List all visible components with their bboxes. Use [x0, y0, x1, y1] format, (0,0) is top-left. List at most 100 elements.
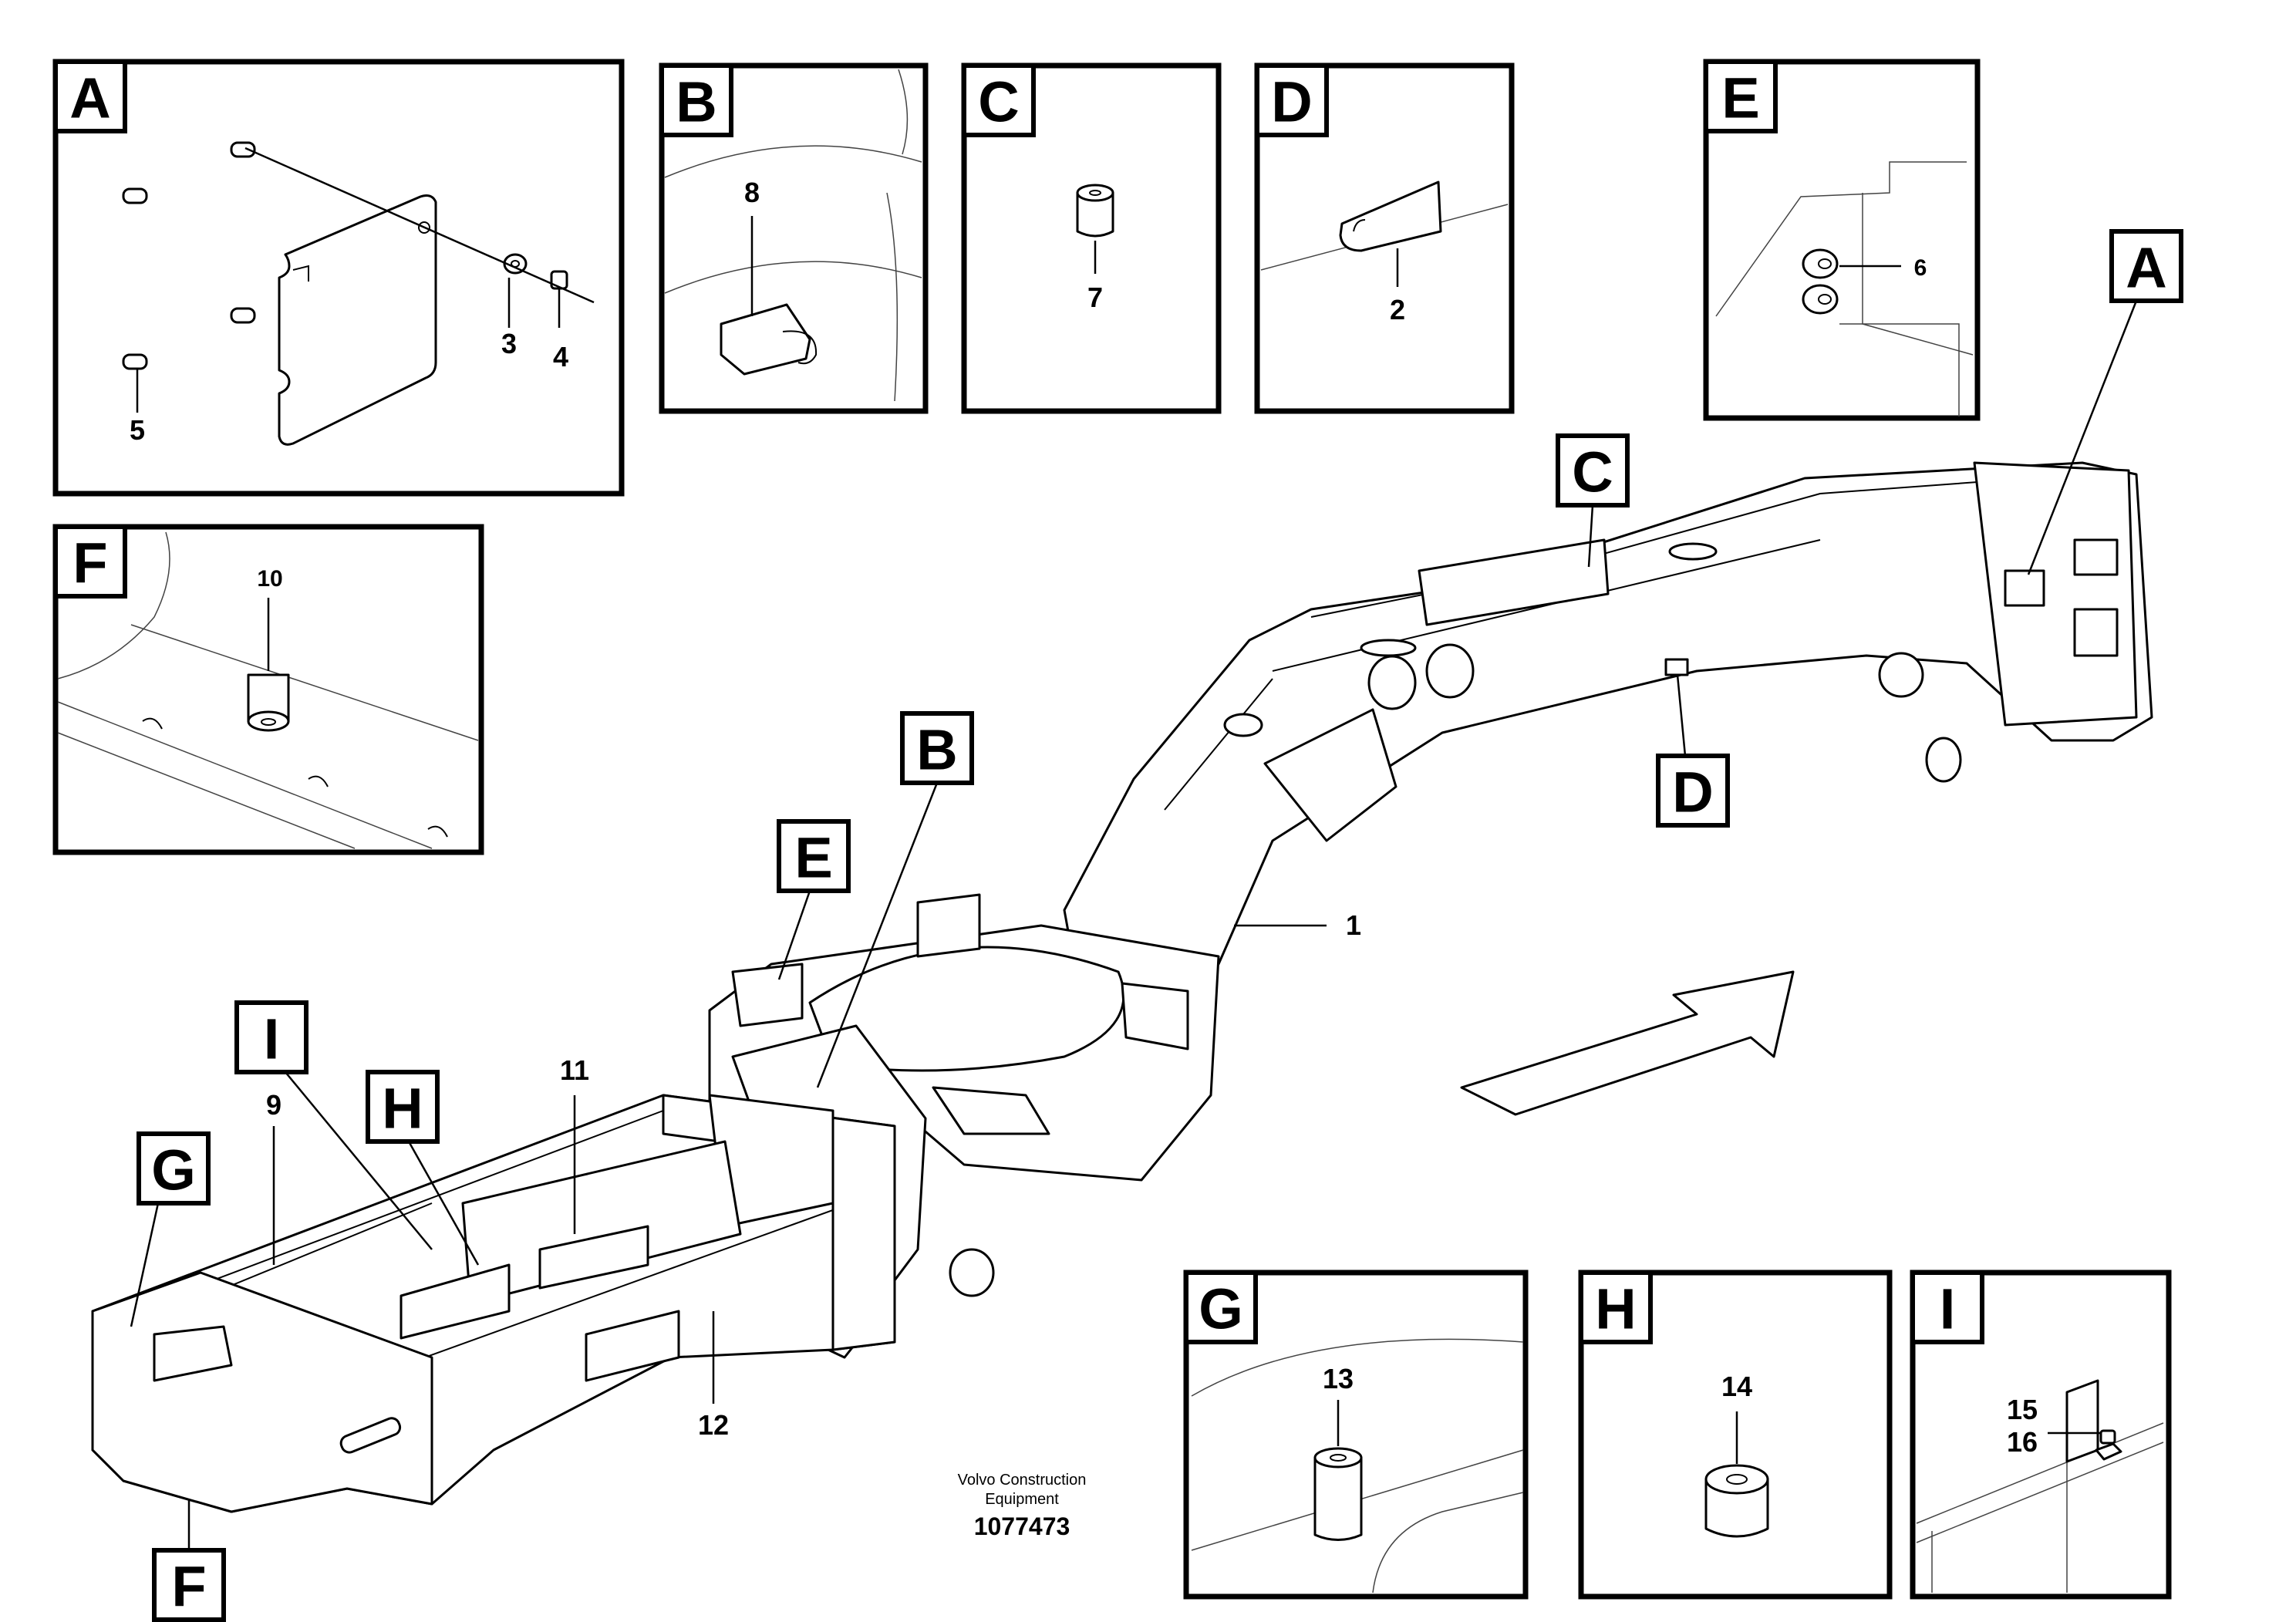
- front-plate: [153, 1325, 233, 1382]
- part-number-9: 9: [266, 1089, 282, 1121]
- direction-arrow: [1460, 970, 1795, 1116]
- clip-i: [2099, 1429, 2116, 1445]
- detail-d-letter: D: [1271, 70, 1312, 134]
- detail-b-letter: B: [676, 70, 716, 134]
- callout-a: A: [2109, 229, 2183, 303]
- yoke-hole: [949, 1248, 995, 1297]
- callout-d-letter: D: [1672, 760, 1713, 824]
- detail-d: 2 D: [1254, 62, 1515, 414]
- battery-box-h: [400, 1263, 511, 1340]
- detail-a-letter: A: [69, 66, 110, 130]
- front-crossmember: [662, 1094, 896, 1351]
- footer-company-line1: Volvo Construction: [958, 1472, 1087, 1489]
- detail-f-letter: F: [72, 531, 107, 595]
- main-frame-assembly: [91, 461, 2153, 1513]
- boom-slot: [1223, 713, 1263, 737]
- mid-crossmember: [461, 1140, 742, 1305]
- yoke-lug-2: [1121, 982, 1189, 1050]
- access-plate: [2073, 538, 2119, 576]
- bracket-i: [2065, 1379, 2099, 1463]
- rear-pivot: [1878, 652, 1924, 698]
- callout-f-letter: F: [171, 1555, 206, 1619]
- spacer-f: [247, 673, 290, 732]
- spacer-pair: [1802, 248, 1839, 315]
- top-slot-2: [1360, 639, 1417, 657]
- yoke-lug-1: [916, 893, 981, 958]
- callout-c-letter: C: [1572, 440, 1613, 504]
- detail-i: 15 16 I: [1910, 1270, 2172, 1600]
- yoke-lug-3: [731, 963, 804, 1027]
- top-plate-c: [1418, 538, 1610, 626]
- detail-c-tag: C: [962, 63, 1036, 137]
- part-number-14: 14: [1721, 1371, 1752, 1402]
- detail-h-tag: H: [1579, 1270, 1653, 1344]
- detail-b: 8 B: [659, 62, 929, 414]
- detail-c-letter: C: [978, 70, 1019, 134]
- detail-d-tag: D: [1255, 63, 1329, 137]
- detail-g: 13 G: [1183, 1270, 1529, 1600]
- part-number-12: 12: [698, 1409, 729, 1441]
- detail-e-tag: E: [1704, 59, 1778, 133]
- detail-a-tag: A: [53, 59, 127, 133]
- callout-h-letter: H: [382, 1077, 423, 1141]
- tow-eye: [1925, 737, 1962, 783]
- callout-i-letter: I: [264, 1007, 280, 1071]
- detail-e: 6 E: [1703, 59, 1981, 421]
- pivot-boss-2: [1425, 643, 1475, 699]
- callout-i: I: [234, 1000, 308, 1074]
- detail-a: A 3 4 5: [52, 59, 625, 497]
- bracket-d-location: [1664, 658, 1689, 676]
- pivot-boss-1: [1367, 655, 1417, 710]
- part-number-7: 7: [1087, 282, 1103, 313]
- spacer-g: [1313, 1447, 1363, 1541]
- bracket-11: [538, 1225, 649, 1290]
- detail-h: 14 H: [1578, 1270, 1893, 1600]
- bracket-part: [1339, 180, 1442, 252]
- detail-f-tag: F: [53, 524, 127, 599]
- spacer-h: [1704, 1464, 1769, 1538]
- part-number-15: 15: [2007, 1394, 2038, 1425]
- detail-g-letter: G: [1199, 1277, 1243, 1341]
- top-slot-1: [1668, 542, 1718, 561]
- part-number-6: 6: [1914, 255, 1927, 281]
- detail-i-tag: I: [1910, 1270, 1984, 1344]
- part-number-8: 8: [744, 177, 760, 208]
- drawing-number: 1077473: [974, 1512, 1070, 1540]
- part-number-4: 4: [553, 341, 568, 373]
- detail-g-tag: G: [1184, 1270, 1258, 1344]
- spacer-part: [1076, 184, 1114, 238]
- detail-i-letter: I: [1940, 1277, 1956, 1341]
- part-number-5: 5: [130, 414, 145, 446]
- part-number-1: 1: [1346, 909, 1361, 941]
- callout-b: B: [900, 711, 974, 785]
- callout-d: D: [1656, 754, 1730, 828]
- callout-e: E: [777, 819, 851, 893]
- callout-g: G: [137, 1131, 211, 1206]
- yoke-gusset: [932, 1086, 1050, 1135]
- rear-end-plate: [1973, 461, 2138, 727]
- detail-h-letter: H: [1595, 1277, 1636, 1341]
- cover-plate: [278, 194, 437, 446]
- callout-b-letter: B: [916, 718, 957, 782]
- part-number-13: 13: [1323, 1363, 1354, 1394]
- detail-e-letter: E: [1721, 66, 1759, 130]
- front-slot: [339, 1417, 402, 1454]
- footer-company-line2: Equipment: [985, 1491, 1059, 1508]
- callout-h: H: [366, 1070, 440, 1144]
- pin-group: [122, 141, 256, 370]
- part-number-16: 16: [2007, 1426, 2038, 1458]
- access-plate-2: [2073, 608, 2119, 657]
- side-gusset: [1263, 708, 1397, 842]
- part-number-3: 3: [501, 328, 517, 359]
- nut: [550, 270, 568, 290]
- lower-bracket: [585, 1310, 680, 1382]
- part-number-10: 10: [257, 566, 282, 592]
- part-number-11: 11: [560, 1054, 589, 1086]
- detail-f: 10 F: [52, 524, 484, 855]
- detail-c: 7 C: [961, 62, 1222, 414]
- cover-plate-a: [2004, 569, 2045, 607]
- callout-e-letter: E: [794, 826, 832, 890]
- callout-g-letter: G: [151, 1138, 196, 1202]
- clip-part: [720, 303, 811, 376]
